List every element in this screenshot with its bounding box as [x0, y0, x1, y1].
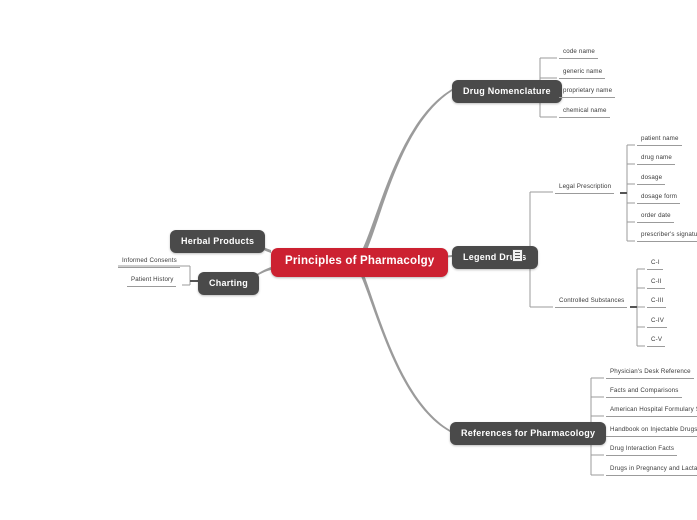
- leaf-informed-consents[interactable]: Informed Consents: [118, 257, 180, 269]
- branch-label-charting: Charting: [209, 278, 248, 288]
- leaf-patient-name[interactable]: patient name: [637, 135, 682, 147]
- leaf-c-iii[interactable]: C-III: [647, 297, 667, 309]
- branch-label-drug-nomenclature: Drug Nomenclature: [463, 86, 551, 96]
- branch-node-drug-nomenclature[interactable]: Drug Nomenclature: [452, 80, 562, 103]
- branch-label-legend-drugs: Legend Drugs: [463, 252, 527, 262]
- list-note-icon[interactable]: [512, 249, 523, 262]
- leaf-controlled-substances[interactable]: Controlled Substances: [555, 297, 628, 309]
- leaf-legal-prescription[interactable]: Legal Prescription: [555, 183, 615, 195]
- leaf-c-ii[interactable]: C-II: [647, 278, 665, 290]
- branch-node-legend-drugs[interactable]: Legend Drugs: [452, 246, 538, 269]
- leaf-order-date[interactable]: order date: [637, 212, 674, 224]
- branch-label-references-for-pharmacology: References for Pharmacology: [461, 428, 596, 438]
- root-node[interactable]: Principles of Pharmacolgy: [271, 248, 449, 277]
- leaf-drugs-in-pregnancy-and-lactation[interactable]: Drugs in Pregnancy and Lactatio: [606, 465, 697, 477]
- leaf-handbook-on-injectable-drugs[interactable]: Handbook on Injectable Drugs: [606, 426, 697, 438]
- leaf-prescribers-signature[interactable]: prescriber's signature: [637, 231, 697, 243]
- leaf-c-v[interactable]: C-V: [647, 336, 666, 348]
- leaf-physicians-desk-reference[interactable]: Physician's Desk Reference: [606, 368, 694, 380]
- branch-node-charting[interactable]: Charting: [198, 272, 259, 295]
- leaf-american-hospital-formulary-service[interactable]: American Hospital Formulary Se: [606, 406, 697, 418]
- leaf-dosage-form[interactable]: dosage form: [637, 193, 681, 205]
- connector-root-drug-nomenclature: [363, 89, 452, 250]
- branch-node-herbal-products[interactable]: Herbal Products: [170, 230, 266, 253]
- leaf-drug-name[interactable]: drug name: [637, 154, 675, 166]
- branch-label-herbal-products: Herbal Products: [181, 236, 255, 246]
- leaf-c-iv[interactable]: C-IV: [647, 317, 667, 329]
- leaf-facts-and-comparisons[interactable]: Facts and Comparisons: [606, 387, 682, 399]
- leaf-drug-interaction-facts[interactable]: Drug Interaction Facts: [606, 445, 678, 457]
- leaf-code-name[interactable]: code name: [559, 48, 598, 60]
- leaf-proprietary-name[interactable]: proprietary name: [559, 87, 616, 99]
- leaf-patient-history[interactable]: Patient History: [127, 276, 177, 288]
- leaf-chemical-name[interactable]: chemical name: [559, 107, 610, 119]
- leaf-generic-name[interactable]: generic name: [559, 68, 606, 80]
- branch-node-references-for-pharmacology[interactable]: References for Pharmacology: [450, 422, 607, 445]
- connector-root-references: [360, 272, 450, 432]
- leaf-dosage[interactable]: dosage: [637, 174, 666, 186]
- leaf-c-i[interactable]: C-I: [647, 259, 663, 271]
- root-node-label: Principles of Pharmacolgy: [285, 255, 435, 267]
